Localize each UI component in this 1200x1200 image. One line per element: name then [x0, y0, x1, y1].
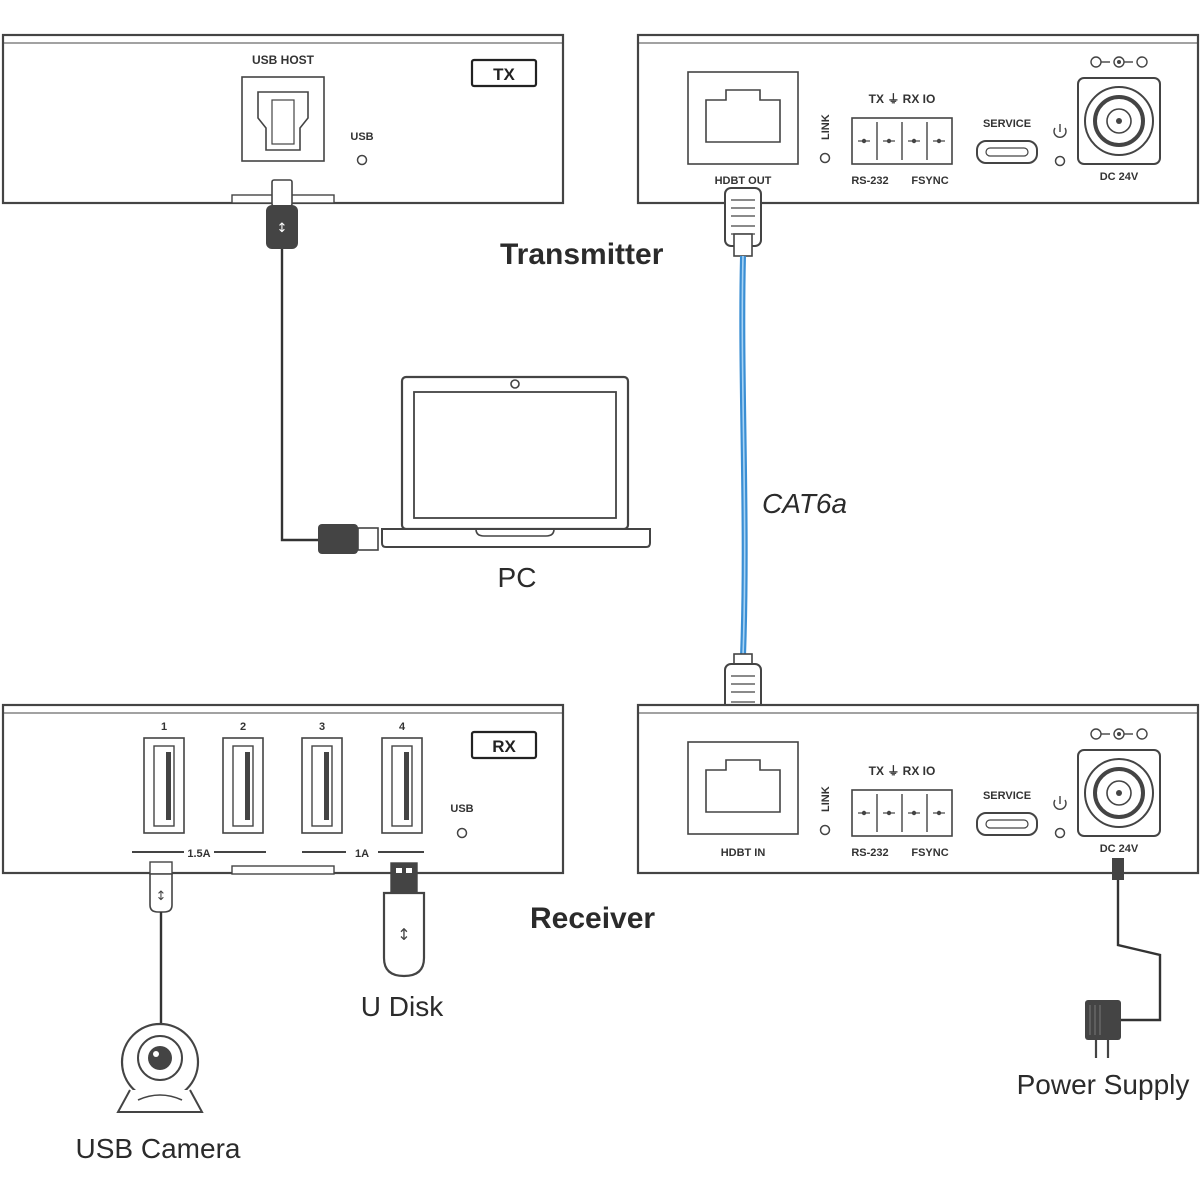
power-supply-label: Power Supply — [1017, 1069, 1190, 1100]
transmitter-heading: Transmitter — [500, 238, 664, 271]
usb-led-icon — [356, 154, 368, 166]
rx-dc-label: DC 24V — [1100, 843, 1139, 855]
power-icon — [1053, 124, 1067, 138]
laptop-icon — [381, 375, 651, 548]
hdbt-out-label: HDBT OUT — [715, 175, 772, 187]
tx-fsync-label: FSYNC — [911, 175, 948, 187]
usb-cable-pc: ↕ — [266, 179, 379, 554]
tx-usb-label: USB — [350, 131, 373, 143]
rx-hdbt-panel: HDBT IN LINK TX ⏚ RX IO RS-232 FSYNC SER… — [636, 703, 1200, 875]
rx-usb-panel: 1 2 3 4 1.5A 1A RX USB — [1, 703, 565, 875]
usb-cable-camera: ↕ — [149, 861, 173, 1028]
usb-led-icon — [456, 827, 468, 839]
rx-badge — [470, 730, 538, 760]
webcam-icon — [116, 1022, 204, 1113]
svg-text:↕: ↕ — [277, 221, 288, 236]
svg-text:↕: ↕ — [397, 925, 410, 944]
tx-badge-text: TX — [493, 65, 515, 84]
tx-service-label: SERVICE — [983, 118, 1031, 130]
pc-label: PC — [498, 562, 537, 593]
power-led-icon — [1054, 155, 1066, 167]
hdbt-in-label: HDBT IN — [721, 847, 766, 859]
polarity-icon — [1090, 56, 1148, 68]
svg-text:↕: ↕ — [156, 889, 167, 904]
tx-dc-label: DC 24V — [1100, 171, 1139, 183]
usb-host-label: USB HOST — [252, 53, 315, 67]
rx-terminal-top-label: TX ⏚ RX IO — [869, 764, 936, 778]
power-led-icon — [1054, 827, 1066, 839]
port-number-2: 2 — [240, 721, 246, 733]
u-disk-label: U Disk — [361, 991, 444, 1022]
service-port-icon — [976, 812, 1038, 836]
current-label-left: 1.5A — [187, 848, 210, 860]
rx-usb-label: USB — [450, 803, 473, 815]
port-number-4: 4 — [399, 721, 406, 733]
power-adapter-icon — [1085, 1000, 1121, 1058]
rx-rs232-label: RS-232 — [851, 847, 888, 859]
polarity-icon — [1090, 728, 1148, 740]
tx-badge — [470, 58, 538, 88]
rx-foot — [231, 865, 335, 875]
power-icon — [1053, 796, 1067, 810]
usb-b-port-icon — [241, 76, 325, 162]
usb-flash-drive-icon: ↕ — [382, 862, 426, 978]
service-port-icon — [976, 140, 1038, 164]
cat6a-cable — [724, 187, 762, 723]
rx-link-label: LINK — [820, 786, 832, 812]
tx-usb-panel: USB HOST TX USB — [1, 33, 565, 205]
port-number-1: 1 — [161, 721, 167, 733]
dc-jack-icon — [1077, 749, 1161, 837]
rx-service-label: SERVICE — [983, 790, 1031, 802]
rx-fsync-label: FSYNC — [911, 847, 948, 859]
receiver-heading: Receiver — [530, 902, 655, 935]
tx-link-label: LINK — [820, 114, 832, 140]
dc-jack-icon — [1077, 77, 1161, 165]
tx-rs232-label: RS-232 — [851, 175, 888, 187]
link-led-icon — [819, 824, 831, 836]
tx-terminal-top-label: TX ⏚ RX IO — [869, 92, 936, 106]
port-number-3: 3 — [319, 721, 325, 733]
link-led-icon — [819, 152, 831, 164]
power-cable — [1112, 858, 1162, 1022]
usb-camera-label: USB Camera — [76, 1133, 241, 1164]
current-label-right: 1A — [355, 848, 369, 860]
rx-badge-text: RX — [492, 737, 516, 756]
cable-label: CAT6a — [762, 488, 847, 519]
tx-hdbt-panel: HDBT OUT LINK TX ⏚ RX IO RS-232 FSYNC SE… — [636, 33, 1200, 205]
